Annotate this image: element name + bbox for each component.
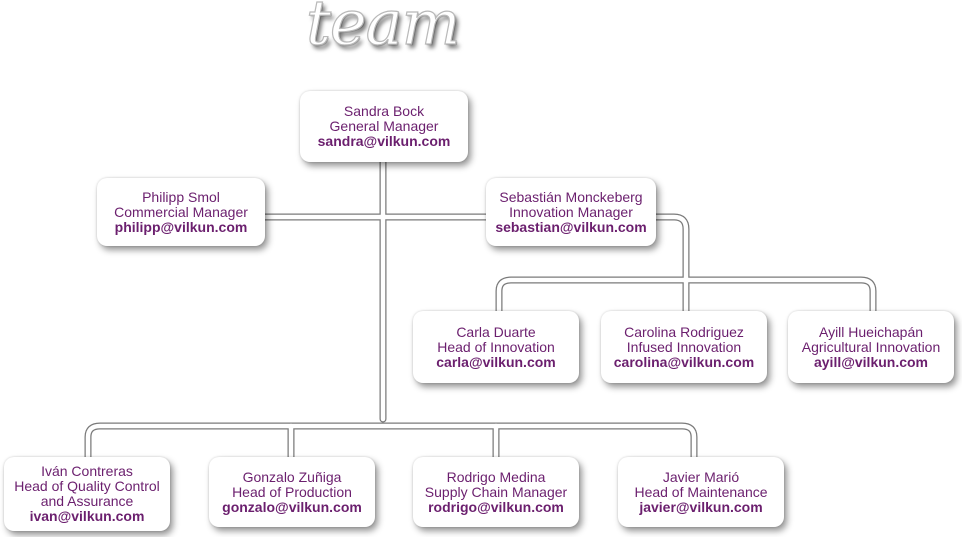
- person-card-ayill: Ayill Hueichapán Agricultural Innovation…: [788, 311, 954, 383]
- person-role: Supply Chain Manager: [424, 483, 568, 500]
- person-name: Carla Duarte: [456, 323, 536, 340]
- person-role: Head of Maintenance: [634, 483, 768, 500]
- person-card-innovation: Sebastián Monckeberg Innovation Manager …: [486, 178, 656, 246]
- person-role: Head of Innovation: [437, 338, 555, 355]
- person-email: sandra@vilkun.com: [317, 133, 451, 149]
- person-name: Carolina Rodriguez: [624, 323, 744, 340]
- person-card-ivan: Iván Contreras Head of Quality Control a…: [4, 457, 170, 531]
- person-email: sebastian@vilkun.com: [495, 218, 647, 235]
- person-email: ivan@vilkun.com: [29, 508, 145, 524]
- connector-bottom-bus: [85, 423, 697, 461]
- person-role: Head of Quality Control: [14, 478, 160, 494]
- person-card-commercial: Philipp Smol Commercial Manager philipp@…: [97, 178, 265, 246]
- person-role: General Manager: [329, 118, 439, 134]
- person-card-carolina: Carolina Rodriguez Infused Innovation ca…: [601, 311, 767, 383]
- person-name: Rodrigo Medina: [446, 468, 546, 485]
- person-card-rodrigo: Rodrigo Medina Supply Chain Manager rodr…: [413, 457, 579, 527]
- page-title: team: [305, 0, 461, 59]
- person-name: Ayill Hueichapán: [818, 323, 924, 340]
- person-role: Innovation Manager: [509, 203, 633, 220]
- person-name: Philipp Smol: [142, 188, 220, 205]
- person-name: Iván Contreras: [41, 463, 133, 479]
- connector-innovation-bus: [496, 277, 876, 315]
- person-email: javier@vilkun.com: [639, 498, 763, 515]
- person-card-manager: Sandra Bock General Manager sandra@vilku…: [300, 91, 468, 162]
- person-role: Commercial Manager: [114, 203, 248, 220]
- person-role: Agricultural Innovation: [801, 338, 941, 355]
- connector-innovation-branch: [649, 214, 689, 315]
- connector-innovation-branch-outline: [648, 213, 690, 316]
- connector-bottom-bus-outline: [84, 422, 698, 462]
- person-name: Sandra Bock: [343, 103, 425, 119]
- person-role-line-2: and Assurance: [40, 493, 134, 509]
- person-email: carla@vilkun.com: [436, 353, 556, 370]
- person-email: ayill@vilkun.com: [813, 353, 929, 370]
- person-card-carla: Carla Duarte Head of Innovation carla@vi…: [413, 311, 579, 383]
- person-role: Infused Innovation: [626, 338, 742, 355]
- person-email: rodrigo@vilkun.com: [428, 498, 564, 515]
- person-name: Gonzalo Zuñiga: [242, 468, 342, 485]
- person-email: carolina@vilkun.com: [613, 353, 755, 370]
- person-role: Head of Production: [232, 483, 352, 500]
- person-email: philipp@vilkun.com: [114, 218, 248, 235]
- person-name: Javier Marió: [662, 468, 740, 485]
- person-card-gonzalo: Gonzalo Zuñiga Head of Production gonzal…: [209, 457, 375, 527]
- person-name: Sebastián Monckeberg: [499, 188, 643, 205]
- person-card-javier: Javier Marió Head of Maintenance javier@…: [618, 457, 784, 527]
- person-email: gonzalo@vilkun.com: [222, 498, 362, 515]
